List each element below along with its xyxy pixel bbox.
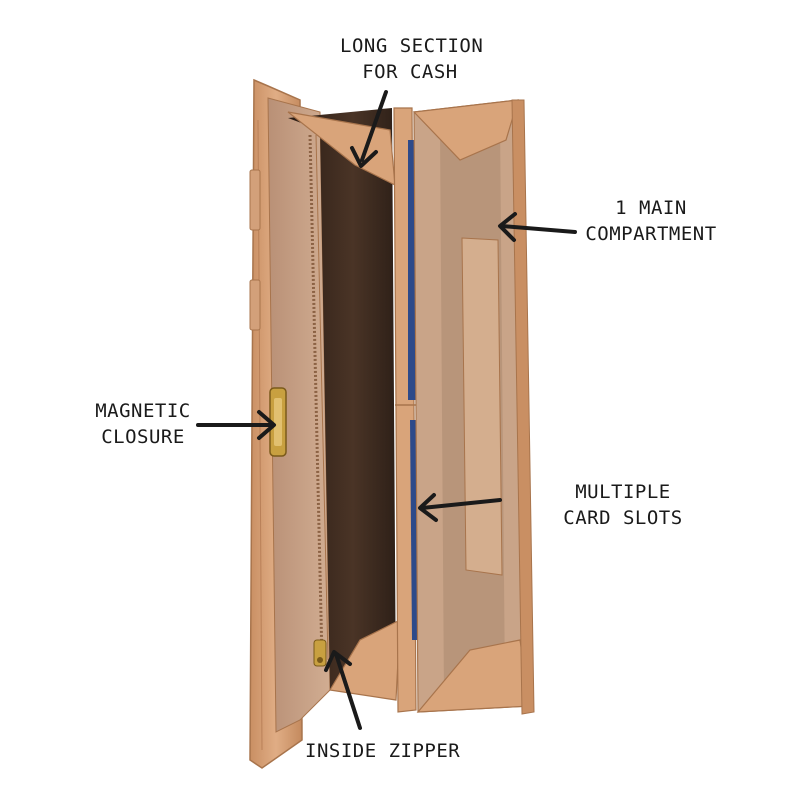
callout-main-line2: COMPARTMENT — [585, 223, 717, 245]
callout-zipper-line1: INSIDE ZIPPER — [305, 740, 461, 762]
main-compartment — [412, 99, 535, 715]
callout-main-line1: 1 MAIN — [615, 197, 687, 219]
callout-card-line2: CARD SLOTS — [563, 507, 683, 529]
callout-magnetic-line1: MAGNETIC — [95, 400, 191, 422]
callout-inside-zipper: INSIDE ZIPPER — [305, 738, 461, 764]
zipper-panel — [267, 97, 331, 733]
callout-magnetic-closure: MAGNETIC CLOSURE — [88, 398, 198, 450]
magnetic-clasp — [269, 387, 287, 457]
callout-card-slots: MULTIPLE CARD SLOTS — [558, 479, 688, 531]
zipper-pull — [313, 639, 327, 667]
callout-cash-line1: LONG SECTION — [340, 35, 484, 57]
callout-cash: LONG SECTION FOR CASH — [340, 33, 484, 85]
callout-main-compartment: 1 MAIN COMPARTMENT — [576, 195, 726, 247]
callout-magnetic-line2: CLOSURE — [101, 426, 185, 448]
callout-card-line1: MULTIPLE — [575, 481, 671, 503]
callout-cash-line2: FOR CASH — [362, 61, 458, 83]
